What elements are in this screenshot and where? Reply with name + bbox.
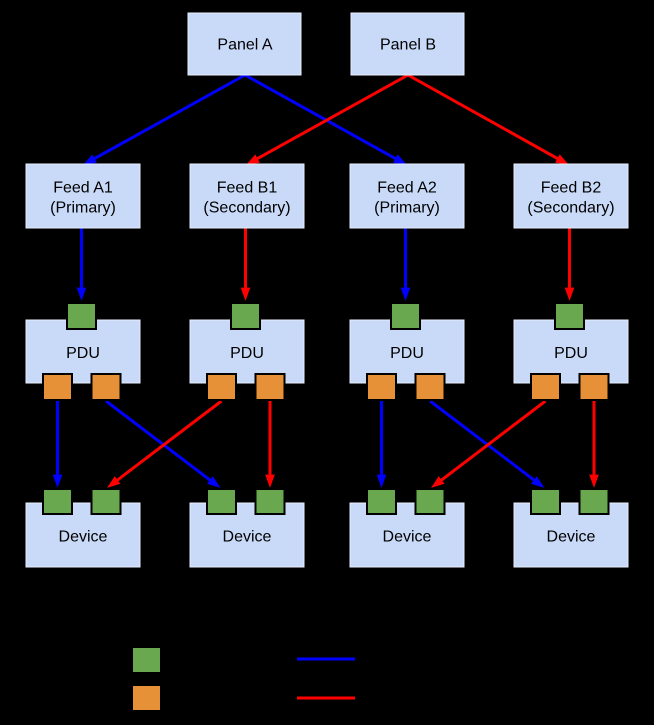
svg-text:PDU: PDU: [554, 345, 588, 362]
svg-text:Feed B1: Feed B1: [217, 179, 278, 196]
svg-text:Feed A1: Feed A1: [53, 179, 113, 196]
svg-text:(Secondary): (Secondary): [527, 199, 614, 216]
svg-text:Device: Device: [223, 528, 272, 545]
svg-text:Panel B: Panel B: [380, 37, 436, 54]
svg-text:(Secondary): (Secondary): [203, 199, 290, 216]
svg-text:PDU: PDU: [390, 345, 424, 362]
svg-text:PDU: PDU: [230, 345, 264, 362]
svg-text:Panel A: Panel A: [217, 37, 272, 54]
svg-text:Device: Device: [383, 528, 432, 545]
svg-text:Feed B2: Feed B2: [541, 179, 602, 196]
svg-text:Device: Device: [59, 528, 108, 545]
svg-text:Feed A2: Feed A2: [377, 179, 437, 196]
svg-text:(Primary): (Primary): [374, 199, 440, 216]
svg-text:Device: Device: [547, 528, 596, 545]
svg-text:(Primary): (Primary): [50, 199, 116, 216]
svg-text:PDU: PDU: [66, 345, 100, 362]
